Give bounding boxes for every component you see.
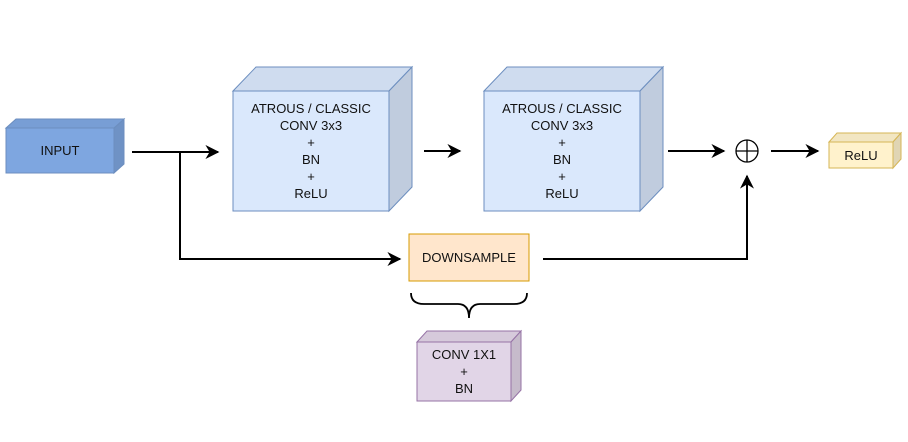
block2-line-6: ReLU [545, 186, 579, 201]
input-label: INPUT [40, 143, 80, 158]
edge-skip-to-downsample [179, 152, 402, 266]
block2-line-4: BN [552, 152, 572, 167]
conv-block-2-label: ATROUS / CLASSIC CONV 3x3 + BN + ReLU [484, 91, 640, 211]
add-node [735, 139, 759, 163]
block1-line-1: ATROUS / CLASSIC [251, 101, 371, 116]
downsample-label: DOWNSAMPLE [422, 250, 516, 265]
relu-label: ReLU [844, 147, 878, 163]
block1-line-6: ReLU [294, 186, 328, 201]
block1-line-3: + [307, 135, 315, 150]
downsample-node [408, 233, 530, 282]
conv1x1-line-3: BN [454, 381, 474, 396]
block1-line-2: CONV 3x3 [279, 118, 343, 133]
block1-line-4: BN [301, 152, 321, 167]
grouping-brace [410, 292, 528, 319]
conv-block-1 [231, 65, 414, 213]
block2-line-2: CONV 3x3 [530, 118, 594, 133]
conv-block-2 [482, 65, 665, 213]
block2-line-5: + [558, 169, 566, 184]
block1-line-5: + [307, 169, 315, 184]
conv1x1-line-1: CONV 1X1 [431, 347, 497, 362]
edge-downsample-to-add [543, 174, 754, 260]
block2-line-1: ATROUS / CLASSIC [502, 101, 622, 116]
conv1x1-label: CONV 1X1 + BN [417, 342, 511, 401]
relu-node [827, 131, 903, 170]
conv1x1-line-2: + [460, 364, 468, 379]
input-node [4, 117, 126, 175]
conv1x1-node [415, 329, 523, 403]
block2-line-3: + [558, 135, 566, 150]
conv-block-1-label: ATROUS / CLASSIC CONV 3x3 + BN + ReLU [233, 91, 389, 211]
